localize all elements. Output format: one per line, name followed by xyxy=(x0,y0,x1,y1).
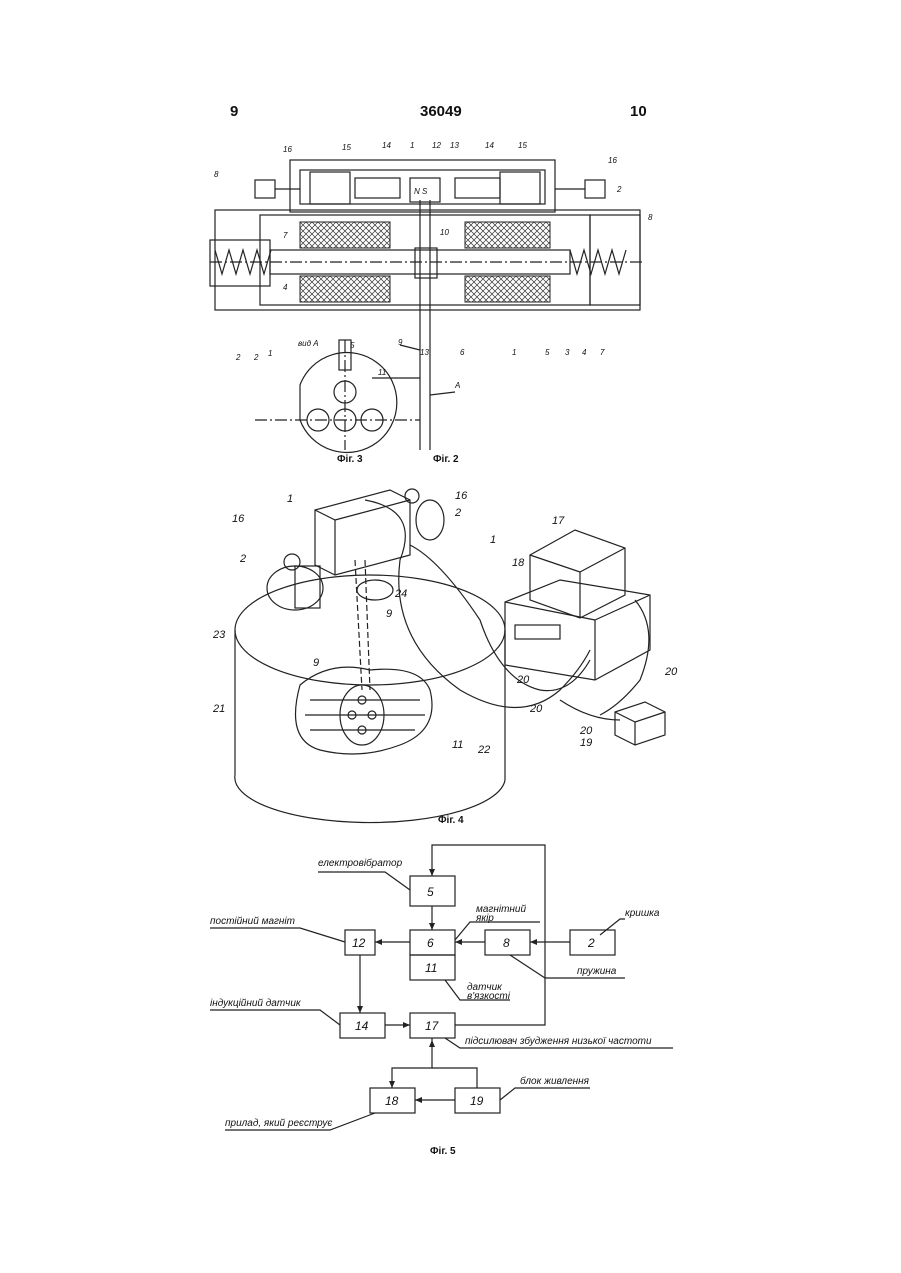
fig4-label-19: 19 xyxy=(580,737,592,749)
label-3: 3 xyxy=(565,348,570,357)
label-12: 12 xyxy=(432,141,441,150)
label-2-top-right: 2 xyxy=(616,185,622,194)
label-14-left: 14 xyxy=(382,141,391,150)
caption-fig3: Фіг. 3 xyxy=(337,454,363,465)
label-5-right: 5 xyxy=(545,348,550,357)
fig5-block-18-label: 18 xyxy=(385,1094,399,1108)
label-1-bottom: 1 xyxy=(268,349,272,358)
label-2-bottom-b: 2 xyxy=(253,353,259,362)
fig4-label-9a: 9 xyxy=(386,608,392,620)
fig4-label-9b: 9 xyxy=(313,657,319,669)
fig5-block-2-label: 2 xyxy=(587,936,595,950)
fig4-label-18: 18 xyxy=(512,557,525,569)
label-13-top: 13 xyxy=(450,141,459,150)
fig4-label-11: 11 xyxy=(452,739,463,751)
label-7-left: 7 xyxy=(283,231,288,240)
label-1-top: 1 xyxy=(410,141,414,150)
fig5-recorder-text: прилад, який реєструє xyxy=(225,1118,332,1129)
label-16-right: 16 xyxy=(608,156,617,165)
figure-5-block-diagram xyxy=(210,845,673,1130)
label-5-left: 5 xyxy=(350,341,355,350)
label-14-right: 14 xyxy=(485,141,494,150)
fig5-permanent-magnet-text: постійний магніт xyxy=(210,916,295,927)
fig5-inductive-sensor-text: індукційний датчик xyxy=(210,998,302,1009)
fig4-label-21: 21 xyxy=(212,703,225,715)
label-vid-a: вид А xyxy=(298,339,319,348)
fig4-label-2a: 2 xyxy=(239,553,246,565)
label-2-bottom-a: 2 xyxy=(235,353,241,362)
fig5-electrovibrator-text: електровібратор xyxy=(318,857,403,869)
fig5-block-8-label: 8 xyxy=(503,936,510,950)
label-7-right: 7 xyxy=(600,348,605,357)
label-1-bottom-right: 1 xyxy=(512,348,516,357)
label-15-right: 15 xyxy=(518,141,527,150)
fig5-block-5-label: 5 xyxy=(427,885,434,899)
fig5-block-12-label: 12 xyxy=(352,936,366,950)
label-4-right: 4 xyxy=(582,348,587,357)
fig4-label-17: 17 xyxy=(552,515,565,527)
fig4-label-24: 24 xyxy=(394,588,407,600)
label-11: 11 xyxy=(378,368,386,377)
fig4-label-23: 23 xyxy=(212,629,226,641)
label-15-left: 15 xyxy=(342,143,351,152)
fig4-label-1b: 1 xyxy=(490,534,496,546)
label-ns: N S xyxy=(414,187,428,196)
fig5-sensor-line2: в'язкості xyxy=(467,991,511,1002)
fig4-label-20d: 20 xyxy=(579,725,593,737)
label-9: 9 xyxy=(398,338,403,347)
label-6: 6 xyxy=(460,348,465,357)
fig4-label-20b: 20 xyxy=(529,703,543,715)
fig5-block-19-label: 19 xyxy=(470,1094,484,1108)
fig4-label-16a: 16 xyxy=(232,513,245,525)
fig4-label-16b: 16 xyxy=(455,490,468,502)
label-16-left: 16 xyxy=(283,145,292,154)
figure-4-drawing xyxy=(235,489,665,823)
label-10: 10 xyxy=(440,228,449,237)
fig4-label-2b: 2 xyxy=(454,507,461,519)
label-8-right: 8 xyxy=(648,213,653,222)
fig5-power-unit-text: блок живлення xyxy=(520,1075,590,1087)
label-13-bottom: 13 xyxy=(420,348,429,357)
label-4-left: 4 xyxy=(283,283,288,292)
fig5-block-17-label: 17 xyxy=(425,1019,440,1033)
fig4-label-20a: 20 xyxy=(516,674,530,686)
label-arrow-a: А xyxy=(454,381,460,390)
fig5-amplifier-text: підсилювач збудження низької частоти xyxy=(465,1035,652,1047)
fig5-block-14-label: 14 xyxy=(355,1019,369,1033)
caption-fig5: Фіг. 5 xyxy=(430,1146,456,1157)
fig5-magnet-anchor-line2: якір xyxy=(475,913,494,924)
fig4-label-1a: 1 xyxy=(287,493,293,505)
fig4-label-20c: 20 xyxy=(664,666,678,678)
fig5-block-6-label: 6 xyxy=(427,936,434,950)
fig5-lid-text: кришка xyxy=(625,908,660,919)
caption-fig2: Фіг. 2 xyxy=(433,454,459,465)
fig4-label-22: 22 xyxy=(477,744,490,756)
caption-fig4: Фіг. 4 xyxy=(438,815,464,826)
fig5-block-11-label: 11 xyxy=(425,961,437,975)
fig5-spring-text: пружина xyxy=(577,966,617,977)
label-8-left: 8 xyxy=(214,170,219,179)
